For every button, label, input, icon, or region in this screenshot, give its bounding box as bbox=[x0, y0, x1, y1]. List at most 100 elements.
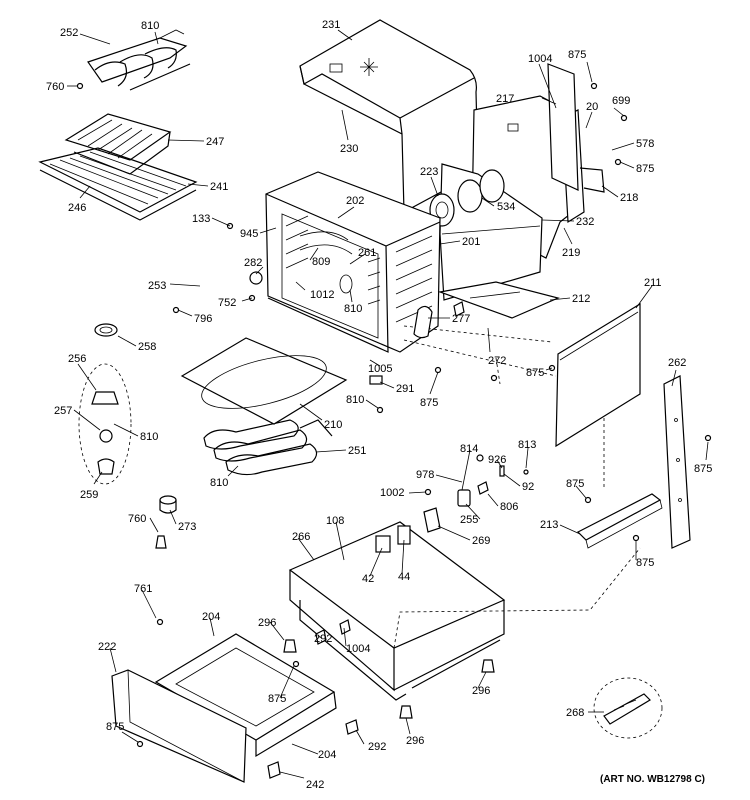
broiler-pan-drawing bbox=[64, 113, 172, 175]
part-label: 578 bbox=[636, 138, 654, 150]
part-label: 699 bbox=[612, 95, 630, 107]
part-label: 266 bbox=[292, 531, 310, 543]
part-label: 806 bbox=[500, 501, 518, 513]
part-label: 258 bbox=[138, 341, 156, 353]
part-label: 760 bbox=[128, 513, 146, 525]
light-assembly-drawing bbox=[78, 323, 132, 485]
chassis-drawing bbox=[288, 507, 641, 701]
screws-drawing bbox=[76, 82, 712, 779]
part-label: 875 bbox=[526, 367, 544, 379]
part-label: 1004 bbox=[346, 643, 370, 655]
part-label: 926 bbox=[488, 454, 506, 466]
bottom-pan-drawing bbox=[437, 281, 560, 319]
drawer-glide-drawing bbox=[593, 677, 663, 739]
part-label: 978 bbox=[416, 469, 434, 481]
part-label: 252 bbox=[60, 27, 78, 39]
part-label: 231 bbox=[322, 19, 340, 31]
part-label: 810 bbox=[140, 431, 158, 443]
part-label: 810 bbox=[346, 394, 364, 406]
leveling-leg-drawing bbox=[159, 495, 177, 514]
part-label: 246 bbox=[68, 202, 86, 214]
bake-element-drawing bbox=[87, 29, 191, 91]
oven-bottom-drawing bbox=[180, 337, 348, 425]
part-label: 202 bbox=[346, 195, 364, 207]
part-label: 875 bbox=[636, 557, 654, 569]
part-label: 1004 bbox=[528, 53, 552, 65]
part-label: 217 bbox=[496, 93, 514, 105]
part-label: 810 bbox=[210, 477, 228, 489]
part-label: 268 bbox=[566, 707, 584, 719]
part-label: 212 bbox=[572, 293, 590, 305]
part-label: 875 bbox=[420, 397, 438, 409]
part-label: 296 bbox=[472, 685, 490, 697]
part-label: 875 bbox=[268, 693, 286, 705]
part-label: 292 bbox=[368, 741, 386, 753]
part-label: 204 bbox=[202, 611, 220, 623]
part-label: 261 bbox=[358, 247, 376, 259]
part-label: 133 bbox=[192, 213, 210, 225]
leader-lines bbox=[67, 29, 709, 779]
part-label: 42 bbox=[362, 573, 374, 585]
part-label: 269 bbox=[472, 535, 490, 547]
part-label: 255 bbox=[460, 514, 478, 526]
part-label: 242 bbox=[306, 779, 324, 791]
part-label: 282 bbox=[244, 257, 262, 269]
part-label: 222 bbox=[98, 641, 116, 653]
part-label: 945 bbox=[240, 228, 258, 240]
part-label: 810 bbox=[141, 20, 159, 32]
part-label: 230 bbox=[340, 143, 358, 155]
part-label: 291 bbox=[396, 383, 414, 395]
part-label: 875 bbox=[106, 721, 124, 733]
part-label: 813 bbox=[518, 439, 536, 451]
part-label: 92 bbox=[522, 481, 534, 493]
part-label: 272 bbox=[488, 355, 506, 367]
part-label: 211 bbox=[644, 277, 662, 289]
part-label: 761 bbox=[134, 583, 152, 595]
part-label: 251 bbox=[348, 445, 366, 457]
part-label: 223 bbox=[420, 166, 438, 178]
part-label: 875 bbox=[568, 49, 586, 61]
bracket-drawing bbox=[576, 493, 663, 549]
part-label: 296 bbox=[258, 617, 276, 629]
art-number: (ART NO. WB12798 C) bbox=[600, 774, 705, 785]
oven-rack-drawing bbox=[38, 147, 198, 221]
part-labels: 252 810 760 247 241 246 231 230 1004 875… bbox=[46, 19, 712, 791]
part-label: 277 bbox=[452, 313, 470, 325]
part-label: 241 bbox=[210, 181, 228, 193]
part-label: 262 bbox=[668, 357, 686, 369]
part-label: 20 bbox=[586, 101, 598, 113]
top-cover-drawing bbox=[299, 19, 479, 213]
drawer-front-drawing bbox=[111, 669, 247, 783]
part-label: 875 bbox=[636, 163, 654, 175]
part-label: 253 bbox=[148, 280, 166, 292]
part-label: 273 bbox=[178, 521, 196, 533]
part-label: 247 bbox=[206, 136, 224, 148]
part-label: 259 bbox=[80, 489, 98, 501]
part-label: 752 bbox=[218, 297, 236, 309]
part-label: 796 bbox=[194, 313, 212, 325]
part-label: 534 bbox=[497, 201, 515, 213]
part-label: 44 bbox=[398, 571, 410, 583]
part-label: 296 bbox=[406, 735, 424, 747]
part-label: 201 bbox=[462, 236, 480, 248]
rear-panel-drawing bbox=[555, 302, 641, 448]
part-label: 809 bbox=[312, 256, 330, 268]
part-label: 213 bbox=[540, 519, 558, 531]
part-label: 1005 bbox=[368, 363, 392, 375]
back-panel-drawing bbox=[471, 63, 605, 259]
part-label: 108 bbox=[326, 515, 344, 527]
part-label: 810 bbox=[344, 303, 362, 315]
part-label: 814 bbox=[460, 443, 478, 455]
part-label: 760 bbox=[46, 81, 64, 93]
part-label: 875 bbox=[694, 463, 712, 475]
part-label: 210 bbox=[324, 419, 342, 431]
part-label: 218 bbox=[620, 192, 638, 204]
broil-element-drawing bbox=[299, 231, 353, 255]
part-label: 232 bbox=[576, 216, 594, 228]
part-label: 219 bbox=[562, 247, 580, 259]
control-parts-drawing bbox=[457, 454, 529, 507]
part-label: 1012 bbox=[310, 289, 334, 301]
part-label: 1002 bbox=[380, 487, 404, 499]
part-label: 204 bbox=[318, 749, 336, 761]
